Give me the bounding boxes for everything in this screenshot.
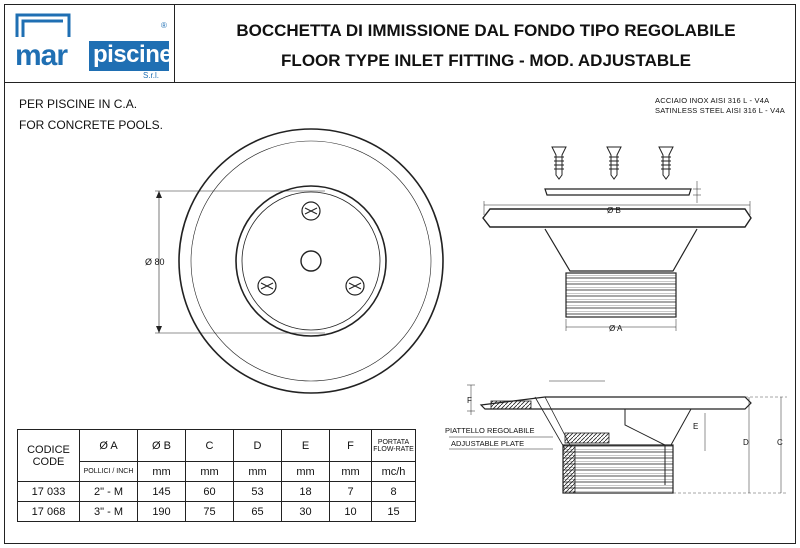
dimension-label-f: F xyxy=(467,396,472,405)
cell-a: 2" - M xyxy=(79,481,138,502)
screw-icon xyxy=(257,276,277,296)
header-col-b: Ø B xyxy=(137,429,186,462)
unit-a: POLLICI / INCH xyxy=(79,461,138,482)
dimension-label-a: Ø A xyxy=(609,324,623,333)
cell-flow: 15 xyxy=(371,501,416,522)
cell-b: 190 xyxy=(137,501,186,522)
adjustable-plate-label-it: PIATTELLO REGOLABILE xyxy=(445,426,534,435)
dimension-label-c: C xyxy=(777,438,783,447)
header-col-a: Ø A xyxy=(79,429,138,462)
cell-code: 17 068 xyxy=(17,501,80,522)
logo-word-piscine: piscine xyxy=(93,41,173,68)
section-view xyxy=(467,380,787,494)
header-col-c: C xyxy=(185,429,234,462)
logo-registered-mark: ® xyxy=(161,21,167,30)
screw-icon xyxy=(301,201,321,221)
dimension-label-80: Ø 80 xyxy=(145,257,165,267)
cell-f: 10 xyxy=(329,501,372,522)
header-col-e: E xyxy=(281,429,330,462)
logo-piscine-background xyxy=(89,41,169,71)
unit-d: mm xyxy=(233,461,282,482)
cell-e: 30 xyxy=(281,501,330,522)
cell-code: 17 033 xyxy=(17,481,80,502)
cell-c: 75 xyxy=(185,501,234,522)
unit-f: mm xyxy=(329,461,372,482)
title-english: FLOOR TYPE INLET FITTING - MOD. ADJUSTAB… xyxy=(281,51,691,70)
cell-a: 3" - M xyxy=(79,501,138,522)
company-logo: ® mar piscine S.r.l. xyxy=(5,5,175,83)
unit-flow: mc/h xyxy=(371,461,416,482)
subtitle-italian: PER PISCINE IN C.A. xyxy=(19,97,138,111)
top-view xyxy=(155,128,444,394)
logo-word-mar: mar xyxy=(15,39,68,72)
unit-c: mm xyxy=(185,461,234,482)
dimension-label-b: Ø B xyxy=(607,206,621,215)
cell-b: 145 xyxy=(137,481,186,502)
unit-e: mm xyxy=(281,461,330,482)
logo-suffix: S.r.l. xyxy=(143,71,160,80)
adjustable-plate-label-en: ADJUSTABLE PLATE xyxy=(451,439,524,448)
title-italian: BOCCHETTA DI IMMISSIONE DAL FONDO TIPO R… xyxy=(236,21,736,40)
cell-d: 53 xyxy=(233,481,282,502)
dimension-label-d: D xyxy=(743,438,749,447)
technical-drawings: Ø 80 Ø B Ø A xyxy=(145,128,787,494)
cell-flow: 8 xyxy=(371,481,416,502)
header-col-d: D xyxy=(233,429,282,462)
table-row: 17 033 2" - M 145 60 53 18 7 8 xyxy=(17,481,416,502)
cell-c: 60 xyxy=(185,481,234,502)
drawing-sheet: ® mar piscine S.r.l. BOCCHETTA DI IMMISS… xyxy=(4,4,796,544)
table-row: 17 068 3" - M 190 75 65 30 10 15 xyxy=(17,501,416,522)
title-block: ® mar piscine S.r.l. BOCCHETTA DI IMMISS… xyxy=(5,5,795,83)
dimension-label-e: E xyxy=(693,422,698,431)
material-english: SATINLESS STEEL AISI 316 L - V4A xyxy=(655,106,785,115)
cell-e: 18 xyxy=(281,481,330,502)
pool-frame-icon xyxy=(15,13,71,37)
screw-icon xyxy=(345,276,365,296)
unit-b: mm xyxy=(137,461,186,482)
cell-f: 7 xyxy=(329,481,372,502)
header-col-f: F xyxy=(329,429,372,462)
cell-d: 65 xyxy=(233,501,282,522)
side-view xyxy=(482,146,752,331)
material-italian: ACCIAIO INOX AISI 316 L - V4A xyxy=(655,96,770,105)
subtitle-english: FOR CONCRETE POOLS. xyxy=(19,118,164,132)
